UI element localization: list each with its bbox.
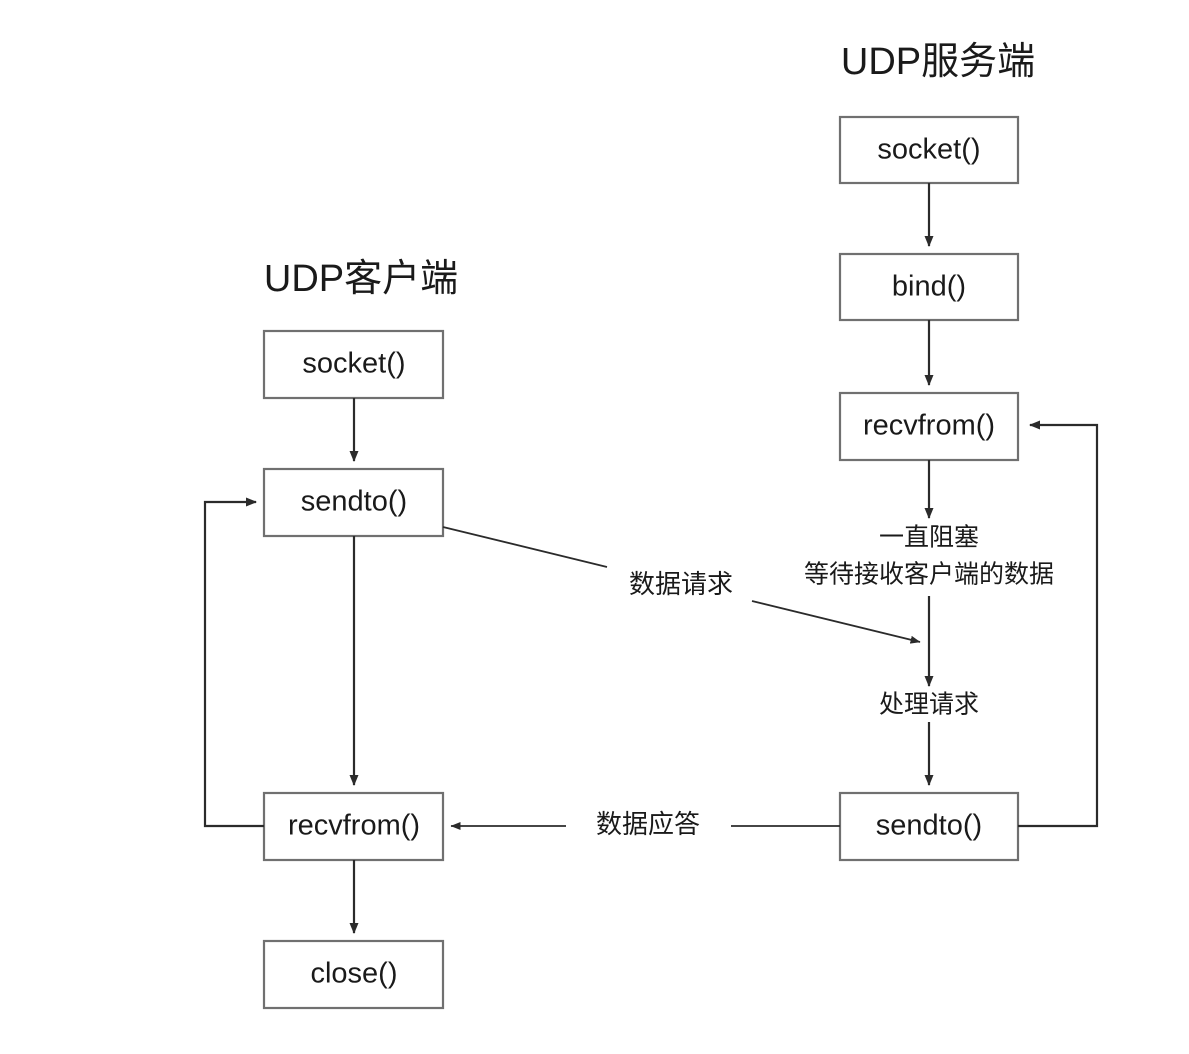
client-sendto-node[interactable]: sendto() bbox=[262, 467, 445, 538]
edge-client-loop-recvfrom-to-sendto bbox=[203, 497, 264, 828]
client-recvfrom-box[interactable] bbox=[262, 791, 445, 862]
client-recvfrom-node[interactable]: recvfrom() bbox=[262, 791, 445, 862]
server-recvfrom-label: recvfrom() bbox=[863, 410, 995, 442]
server-sendto-node[interactable]: sendto() bbox=[838, 791, 1020, 862]
client-close-node[interactable]: close() bbox=[262, 939, 445, 1010]
server-socket-box[interactable] bbox=[838, 115, 1020, 185]
client-recvfrom-label: recvfrom() bbox=[288, 810, 420, 842]
server-socket-label: socket() bbox=[877, 134, 980, 166]
client-close-box[interactable] bbox=[262, 939, 445, 1010]
client-socket-box[interactable] bbox=[262, 329, 445, 400]
edge-server-loop-sendto-to-recvfrom bbox=[1018, 420, 1099, 828]
server-bind-box[interactable] bbox=[838, 252, 1020, 322]
blocking-note-line2: 等待接收客户端的数据 bbox=[804, 561, 1054, 589]
edge-data-request-seg1 bbox=[442, 526, 608, 568]
server-socket-node[interactable]: socket() bbox=[838, 115, 1020, 185]
blocking-note-line1: 一直阻塞 bbox=[879, 524, 979, 552]
client-sendto-box[interactable] bbox=[262, 467, 445, 538]
data-request-label: 数据请求 bbox=[629, 569, 733, 599]
server-recvfrom-node[interactable]: recvfrom() bbox=[838, 391, 1020, 462]
server-title: UDP服务端 bbox=[841, 41, 1035, 83]
data-response-label: 数据应答 bbox=[596, 809, 700, 839]
client-socket-node[interactable]: socket() bbox=[262, 329, 445, 400]
server-bind-node[interactable]: bind() bbox=[838, 252, 1020, 322]
client-close-label: close() bbox=[310, 958, 397, 990]
client-title: UDP客户端 bbox=[264, 258, 458, 300]
edge-data-request-seg2 bbox=[751, 600, 921, 644]
client-socket-label: socket() bbox=[302, 348, 405, 380]
process-note-label: 处理请求 bbox=[879, 691, 979, 719]
server-sendto-label: sendto() bbox=[876, 810, 982, 842]
server-bind-label: bind() bbox=[892, 271, 966, 303]
client-sendto-label: sendto() bbox=[301, 486, 407, 518]
